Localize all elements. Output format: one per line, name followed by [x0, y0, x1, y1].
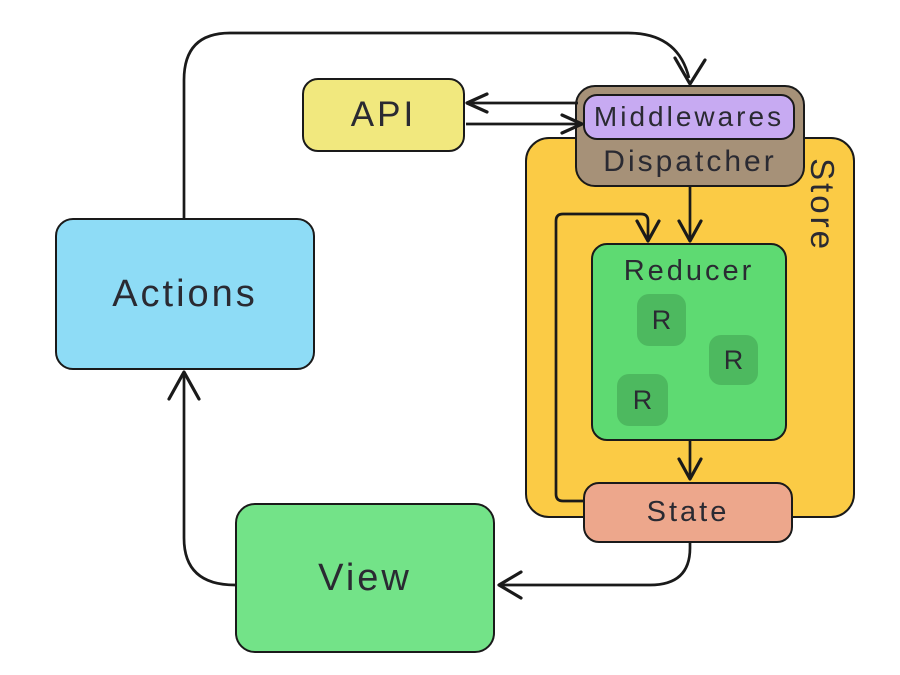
reducer-chip: R	[617, 374, 668, 426]
reducer-chip-label: R	[651, 304, 672, 335]
state-box: State	[583, 482, 793, 543]
actions-label: Actions	[112, 272, 258, 315]
middlewares-box: Middlewares	[583, 94, 795, 140]
dispatcher-label: Dispatcher	[603, 145, 777, 178]
reducer-chip: R	[709, 335, 758, 385]
reducer-chip-label: R	[632, 384, 653, 415]
view-box: View	[235, 503, 495, 653]
arrowhead-middlewares-to-api	[465, 92, 489, 114]
arrowhead-state-to-view	[497, 570, 523, 600]
arrow-state-to-view	[502, 543, 692, 587]
reducer-label: Reducer	[623, 255, 755, 287]
api-label: API	[350, 95, 417, 134]
arrowhead-view-to-actions	[167, 370, 201, 401]
actions-box: Actions	[55, 218, 315, 370]
arrow-view-to-actions	[182, 375, 236, 587]
api-box: API	[302, 78, 465, 152]
reducer-chip-label: R	[723, 344, 744, 375]
view-label: View	[318, 556, 412, 599]
reducer-chip: R	[637, 294, 686, 346]
store-label: Store	[804, 158, 841, 252]
arrowhead-actions-to-dispatcher	[673, 56, 707, 86]
middlewares-label: Middlewares	[593, 101, 785, 132]
state-label: State	[646, 496, 730, 528]
